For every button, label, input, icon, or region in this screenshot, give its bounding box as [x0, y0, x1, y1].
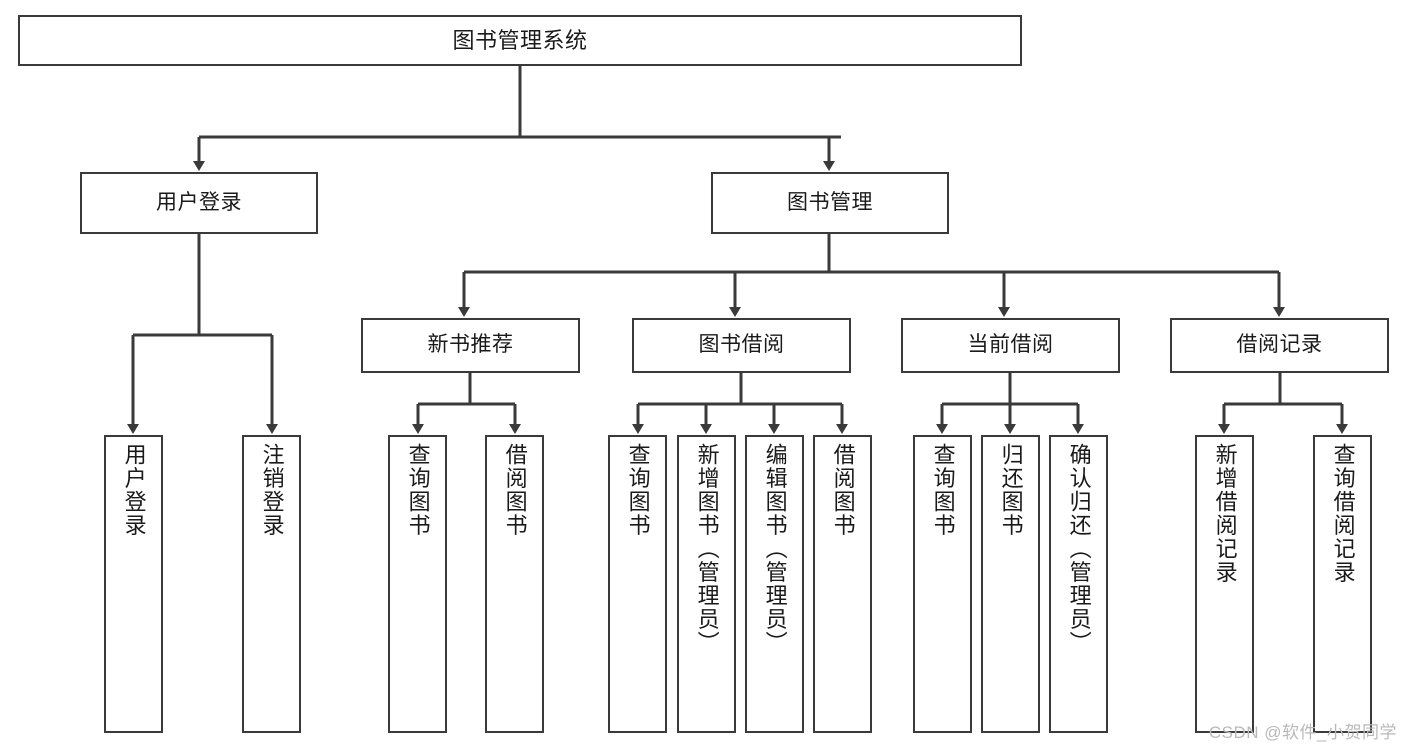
node-label: 新增借阅记录 — [1212, 443, 1238, 584]
leaf-edit-book-admin[interactable]: 编辑图书（管理员） — [745, 435, 804, 733]
node-label: 当前借阅 — [967, 333, 1054, 357]
node-label: 借阅图书 — [830, 443, 856, 537]
node-label: 编辑图书（管理员） — [762, 443, 788, 655]
leaf-add-borrow-record[interactable]: 新增借阅记录 — [1195, 435, 1254, 733]
node-label: 新书推荐 — [427, 333, 514, 357]
node-borrow-record[interactable]: 借阅记录 — [1170, 318, 1389, 373]
node-label: 查询图书 — [405, 443, 431, 537]
node-label: 归还图书 — [998, 443, 1024, 537]
leaf-borrow-book-nbr[interactable]: 借阅图书 — [485, 435, 544, 733]
node-label: 图书管理 — [787, 190, 873, 214]
node-label: 查询图书 — [625, 443, 651, 537]
node-user-login[interactable]: 用户登录 — [80, 172, 318, 234]
leaf-return-book[interactable]: 归还图书 — [981, 435, 1040, 733]
node-new-book-recommend[interactable]: 新书推荐 — [361, 318, 580, 373]
node-book-management[interactable]: 图书管理 — [711, 172, 949, 234]
csdn-watermark: CSDN @软件_小贺同学 — [1208, 723, 1397, 742]
leaf-borrow-book-bb[interactable]: 借阅图书 — [813, 435, 872, 733]
node-label: 查询图书 — [930, 443, 956, 537]
node-label: 新增图书（管理员） — [694, 443, 720, 655]
node-book-borrow[interactable]: 图书借阅 — [632, 318, 851, 373]
leaf-query-book-nbr[interactable]: 查询图书 — [388, 435, 447, 733]
leaf-query-book-bb[interactable]: 查询图书 — [608, 435, 667, 733]
node-label: 借阅图书 — [502, 443, 528, 537]
node-label: 图书管理系统 — [452, 27, 588, 53]
node-root-book-management-system[interactable]: 图书管理系统 — [18, 15, 1022, 66]
node-current-borrow[interactable]: 当前借阅 — [901, 318, 1120, 373]
leaf-confirm-return-admin[interactable]: 确认归还（管理员） — [1049, 435, 1108, 733]
leaf-logout[interactable]: 注销登录 — [242, 435, 301, 733]
node-label: 用户登录 — [121, 443, 147, 537]
node-label: 图书借阅 — [698, 333, 785, 357]
node-label: 查询借阅记录 — [1330, 443, 1356, 584]
leaf-add-book-admin[interactable]: 新增图书（管理员） — [677, 435, 736, 733]
node-label: 借阅记录 — [1236, 333, 1323, 357]
leaf-user-login[interactable]: 用户登录 — [104, 435, 163, 733]
leaf-query-borrow-record[interactable]: 查询借阅记录 — [1313, 435, 1372, 733]
node-label: 确认归还（管理员） — [1066, 443, 1092, 655]
leaf-query-book-cb[interactable]: 查询图书 — [913, 435, 972, 733]
node-label: 注销登录 — [259, 443, 285, 537]
node-label: 用户登录 — [156, 190, 242, 214]
